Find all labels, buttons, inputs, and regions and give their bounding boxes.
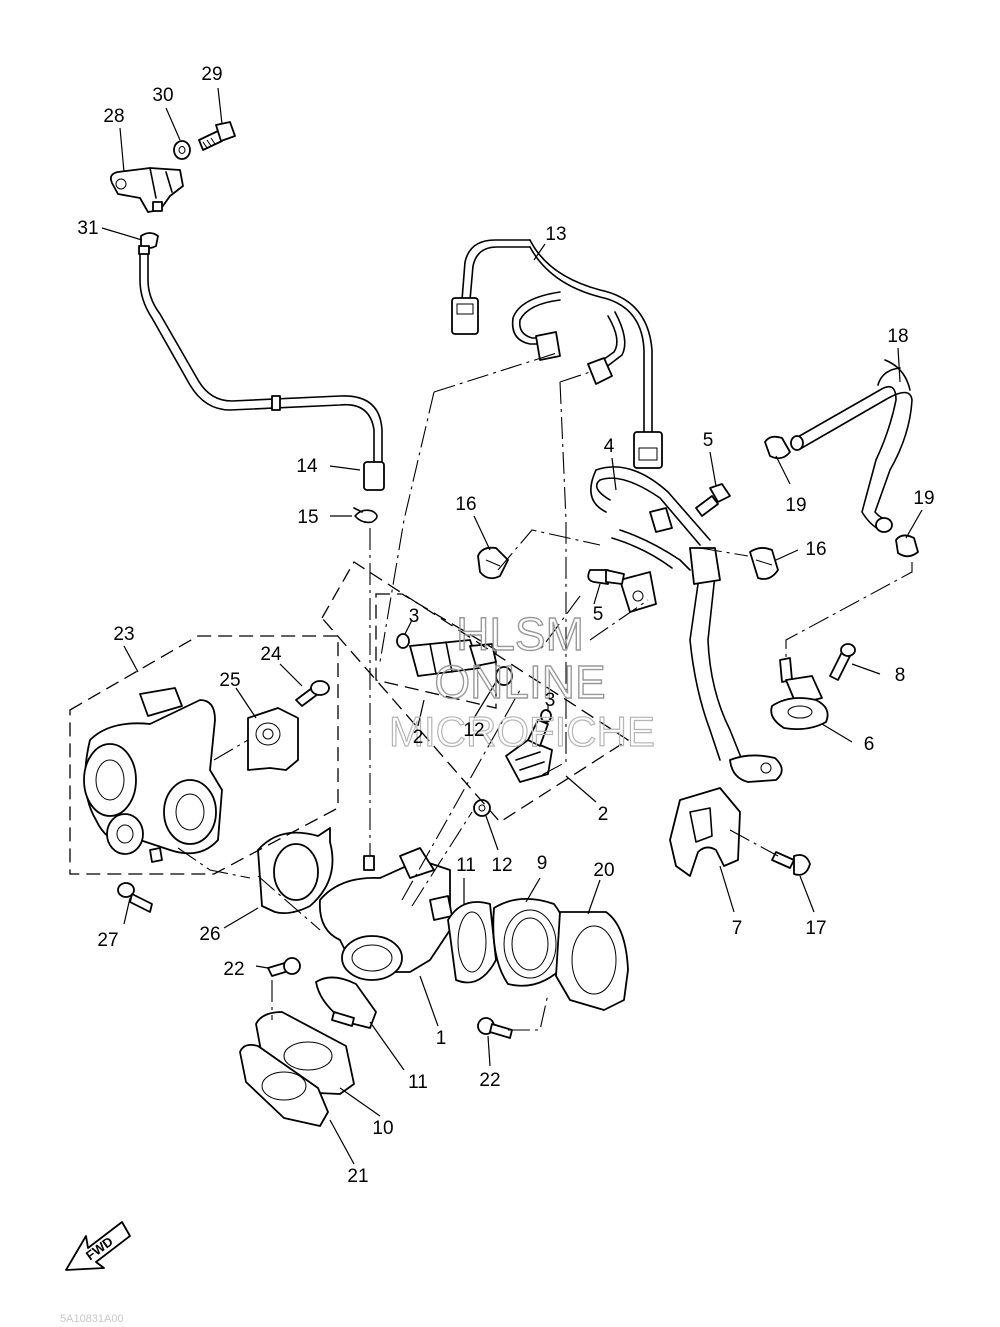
- callout-21: 21: [347, 1166, 368, 1187]
- part-29-bolt[interactable]: [198, 121, 236, 151]
- part-28-sensor-bracket[interactable]: [109, 167, 184, 213]
- callout-12-upper: 12: [463, 720, 484, 741]
- callout-5-lower: 5: [593, 604, 604, 625]
- callout-18: 18: [887, 326, 908, 347]
- callout-31: 31: [77, 218, 98, 239]
- part-19-hose-clamp-a[interactable]: [764, 435, 791, 460]
- part-11-clamp-lower[interactable]: [315, 976, 377, 1029]
- callout-14: 14: [296, 456, 318, 477]
- callout-27: 27: [97, 930, 118, 951]
- part-3-oring-upper[interactable]: [396, 633, 410, 649]
- part-25-throttle-position-sensor[interactable]: [247, 707, 299, 771]
- part-3-oring-lower[interactable]: [540, 709, 552, 723]
- connector-lines: [177, 351, 913, 1031]
- callout-20: 20: [593, 860, 614, 881]
- part-26-gasket[interactable]: [257, 827, 334, 915]
- watermark-line-1: HLSM: [456, 608, 584, 660]
- callout-4: 4: [604, 436, 615, 457]
- callout-23: 23: [113, 624, 134, 645]
- callout-22-right: 22: [479, 1070, 500, 1091]
- callout-16-left: 16: [455, 494, 476, 515]
- part-23-throttle-body-assy[interactable]: [83, 687, 223, 863]
- callout-9: 9: [537, 853, 548, 874]
- part-19-hose-clamp-b[interactable]: [895, 534, 919, 558]
- callout-30: 30: [152, 85, 173, 106]
- part-8-screw[interactable]: [829, 643, 856, 681]
- callout-19-right: 19: [913, 488, 934, 509]
- callout-3-upper: 3: [409, 606, 420, 627]
- callout-22-left: 22: [223, 959, 244, 980]
- callout-15: 15: [297, 507, 318, 528]
- callout-28: 28: [103, 106, 124, 127]
- callout-labels: 29 30 28 31 13 18 5 4 14 19 19 16 15 16 …: [77, 64, 934, 1187]
- callout-12-lower: 12: [491, 855, 512, 876]
- footer-code: 5A10831A00: [60, 1313, 124, 1325]
- callout-7: 7: [732, 918, 743, 939]
- group-boxes: [69, 561, 630, 875]
- callout-16-right: 16: [805, 539, 826, 560]
- callout-11-lower: 11: [408, 1072, 428, 1093]
- callout-11-upper: 11: [456, 855, 476, 876]
- part-4-fuel-rail[interactable]: [590, 466, 783, 783]
- part-7-bracket[interactable]: [669, 787, 741, 877]
- part-9-joint[interactable]: [492, 897, 570, 987]
- part-12-seal-lower[interactable]: [473, 799, 491, 817]
- part-13-wire-harness[interactable]: [451, 239, 663, 469]
- watermark-line-3: MICROFICHE: [389, 708, 655, 755]
- part-15-clip[interactable]: [353, 507, 378, 524]
- leader-lines: [101, 87, 923, 1165]
- callout-2-upper: 2: [413, 727, 424, 748]
- part-22-bolt-left[interactable]: [267, 957, 301, 977]
- part-2-injector-upper[interactable]: [409, 639, 497, 677]
- part-27-bolt[interactable]: [117, 882, 153, 913]
- callout-26: 26: [199, 924, 220, 945]
- part-24-screw[interactable]: [295, 680, 330, 707]
- watermark-line-2: ONLINE: [434, 656, 605, 708]
- callout-29: 29: [201, 64, 222, 85]
- part-20-intake-manifold[interactable]: [555, 911, 629, 1011]
- part-11-joint-upper[interactable]: [447, 901, 497, 984]
- part-6-pressure-regulator[interactable]: [770, 657, 829, 731]
- part-12-seal-upper[interactable]: [495, 666, 513, 686]
- part-21-gasket[interactable]: [239, 1043, 329, 1127]
- callout-1: 1: [436, 1028, 447, 1049]
- callout-6: 6: [864, 734, 875, 755]
- part-16-holder-a[interactable]: [477, 546, 509, 580]
- part-16-holder-b[interactable]: [749, 547, 779, 580]
- callout-8: 8: [895, 665, 906, 686]
- watermark: HLSM ONLINE MICROFICHE: [388, 607, 655, 755]
- fwd-arrow-icon: FWD: [65, 1221, 131, 1271]
- part-14-vacuum-hose[interactable]: [138, 245, 385, 491]
- callout-25: 25: [219, 670, 240, 691]
- callout-24: 24: [260, 644, 282, 665]
- callout-5-upper: 5: [703, 430, 714, 451]
- callout-19-left: 19: [785, 495, 806, 516]
- callout-3-lower: 3: [545, 690, 556, 711]
- part-1-throttle-body[interactable]: [318, 847, 453, 981]
- part-22-bolt-right[interactable]: [477, 1017, 513, 1039]
- part-30-washer[interactable]: [173, 140, 191, 160]
- callout-17: 17: [805, 918, 826, 939]
- part-18-fuel-hose[interactable]: [790, 359, 913, 533]
- callout-10: 10: [372, 1118, 393, 1139]
- part-2-injector-lower[interactable]: [505, 719, 553, 783]
- callout-13: 13: [545, 224, 566, 245]
- callout-2-lower: 2: [598, 804, 609, 825]
- part-5-bolt-b[interactable]: [587, 569, 625, 585]
- part-5-bolt-a[interactable]: [695, 483, 731, 517]
